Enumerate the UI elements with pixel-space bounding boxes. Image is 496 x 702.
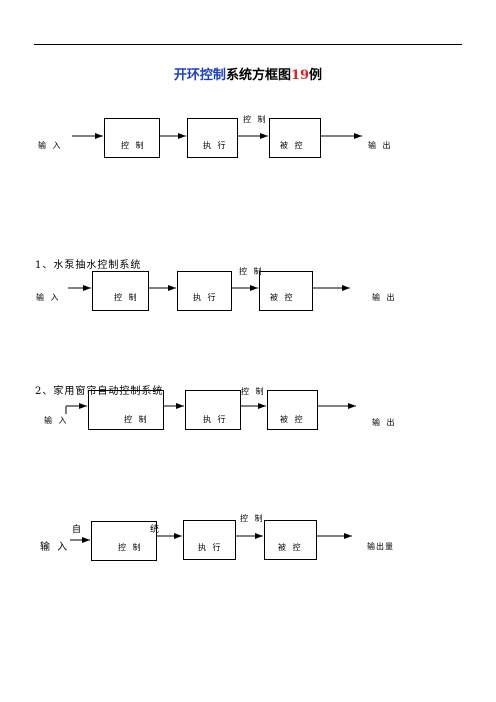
page-title: 开环控制系统方框图19例: [173, 68, 323, 83]
diagram-heading-3: 自: [72, 525, 83, 535]
block-diagram-2: 输 入 控 制 执 行 被 控 控 制 输 出: [0, 386, 496, 446]
controller-label: 控 制: [124, 415, 149, 424]
block-diagram-3: 自 统 输 入 控 制 执 行 被 控 控 制 输出量: [0, 512, 496, 572]
input-label: 输 入: [40, 542, 70, 553]
plant-label: 被 控: [278, 543, 303, 552]
output-label: 输 出: [368, 141, 393, 150]
block-diagram-0: 输 入 控 制 执 行 被 控 控 制 输 出: [0, 112, 496, 172]
arrow-lines: [70, 533, 352, 543]
output-label: 输 出: [372, 293, 397, 302]
controller-label: 控 制: [121, 141, 146, 150]
plant-label: 被 控: [280, 415, 305, 424]
actuator-box: [177, 271, 232, 311]
block-diagram-1: 输 入 控 制 执 行 被 控 控 制 输 出: [0, 266, 496, 326]
actuator-label: 执 行: [193, 293, 218, 302]
arrow-lines: [65, 403, 356, 414]
control-top-label: 控 制: [239, 267, 264, 276]
plant-box: [267, 390, 318, 430]
actuator-box: [185, 390, 241, 430]
actuator-box: [183, 520, 236, 560]
plant-label: 被 控: [280, 141, 305, 150]
actuator-label: 执 行: [203, 141, 228, 150]
top-rule: [34, 44, 462, 45]
controller-box: [91, 521, 157, 561]
diagram-heading-1: 1、水泵抽水控制系统: [35, 260, 142, 271]
plant-box: [269, 118, 321, 158]
arrow-lines: [68, 285, 350, 291]
controller-label: 控 制: [118, 543, 143, 552]
control-top-label: 控 制: [240, 514, 265, 523]
controller-label: 控 制: [114, 293, 139, 302]
plant-box: [264, 520, 317, 560]
actuator-label: 执 行: [198, 543, 223, 552]
controller-box: [104, 118, 160, 158]
plant-box: [259, 271, 313, 311]
diagram-heading-2: 2、家用窗帘自动控制系统: [35, 386, 164, 397]
plant-label: 被 控: [270, 293, 295, 302]
diagram-heading-3-tail: 统: [150, 525, 161, 535]
controller-box: [88, 390, 164, 430]
output-label: 输 出: [372, 418, 397, 427]
control-top-label: 控 制: [241, 387, 266, 396]
arrow-lines: [72, 133, 362, 139]
input-label: 输 入: [36, 293, 61, 302]
input-label: 输 入: [38, 141, 63, 150]
output-label: 输出量: [367, 542, 394, 551]
actuator-label: 执 行: [203, 415, 228, 424]
control-top-label: 控 制: [243, 115, 268, 124]
input-label: 输 入: [44, 416, 69, 425]
actuator-box: [187, 118, 238, 158]
controller-box: [92, 271, 149, 311]
